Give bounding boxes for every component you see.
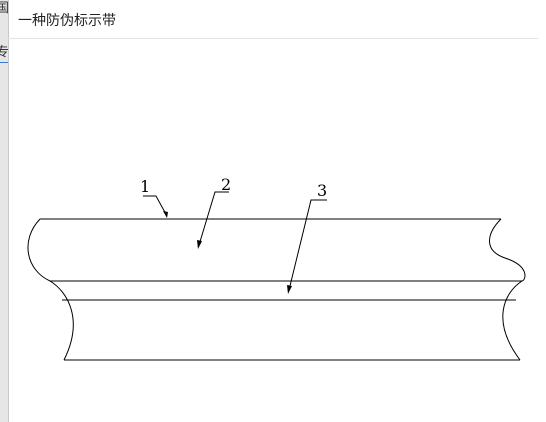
document-title: 一种防伪标示带	[18, 13, 116, 29]
leader-arrowhead-3	[287, 285, 292, 294]
left-panel-clipped-text: 专	[0, 46, 8, 60]
document-header: 一种防伪标示带	[8, 0, 538, 39]
reference-label-1: 1	[140, 177, 150, 196]
leader-line-1	[143, 195, 168, 217]
band-left-break-line	[27, 218, 74, 361]
leader-arrowhead-2	[197, 240, 202, 249]
leader-line-2	[198, 191, 229, 246]
leader-arrowhead-1	[163, 211, 168, 218]
reference-label-3: 3	[317, 181, 327, 200]
reference-label-2: 2	[221, 175, 231, 194]
left-panel-clipped-text: 国	[0, 2, 8, 16]
left-panel-tab-underline	[0, 62, 8, 63]
left-panel-edge: 国 专	[0, 0, 9, 422]
band-right-break-line	[489, 218, 526, 361]
leader-line-3	[288, 199, 327, 291]
